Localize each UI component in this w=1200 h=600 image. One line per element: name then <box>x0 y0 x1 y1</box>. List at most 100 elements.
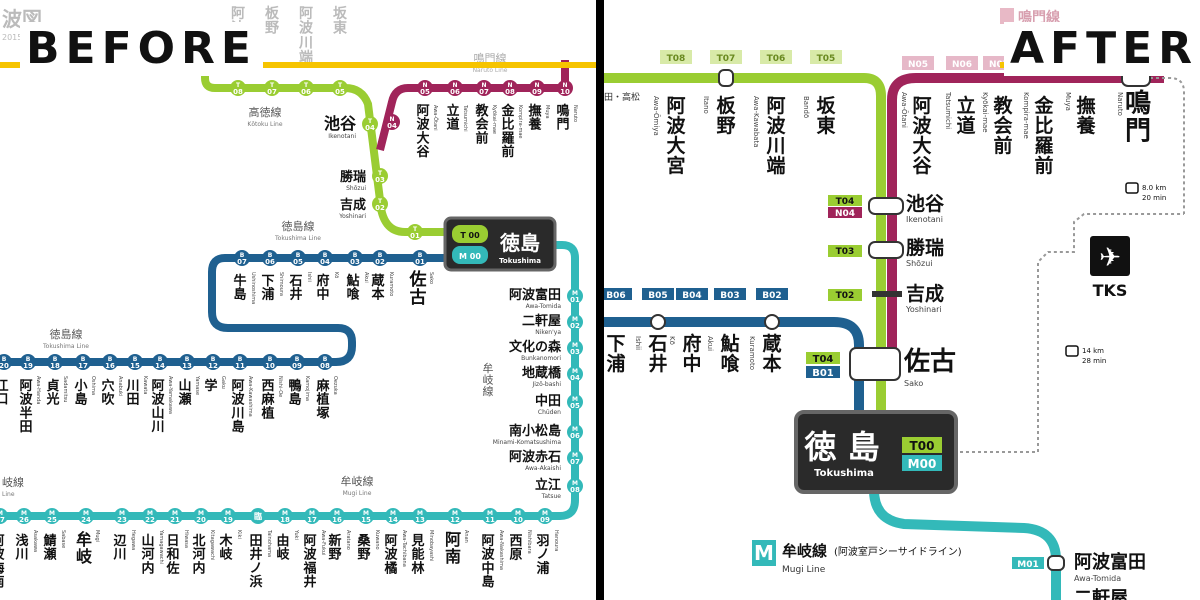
kotoku-station-2-number: 06 <box>301 88 311 96</box>
mugi-bottom-romaji-10: Tainohama <box>266 529 272 557</box>
naruto-faded-label: 鳴門線 <box>1018 9 1060 26</box>
before-hub-romaji: Tokushima <box>499 257 541 265</box>
tokushima-lower-station-9-marker <box>75 354 91 370</box>
after-kotoku-romaji-0: Awa-Ōmiya <box>652 96 661 136</box>
after-trunk-stop-2 <box>872 291 902 297</box>
tokushima-lower-station-7-letter: B <box>133 356 138 363</box>
tokushima-lower-station-12-letter: B <box>2 356 7 363</box>
naruto-station-3-marker <box>476 80 492 96</box>
tokushima-upper-station-2-number: 03 <box>350 258 360 266</box>
kotoku-station-0-marker <box>230 80 246 96</box>
naruto-station-name-3: 教会前 <box>474 103 489 146</box>
mugi-bottom-name-7: 新野 <box>328 533 341 563</box>
mugi-bottom-station-18-letter: M <box>21 510 27 517</box>
tokushima-lower-station-8-marker <box>102 354 118 370</box>
mugi-right-station-2-letter: M <box>572 342 578 349</box>
before-hub-m-badge <box>452 246 488 264</box>
mugi-bottom-station-10-marker <box>250 508 266 524</box>
after-hub-box <box>794 410 958 494</box>
after-kotoku-romaji-2: Awa-Kawabata <box>752 96 760 148</box>
kotoku-station-1-marker <box>264 80 280 96</box>
tokushima-lower-name-12: 江口 <box>0 378 9 408</box>
kotoku-station-3-letter: T <box>338 82 343 89</box>
mugi-bottom-name-14: 山河内 <box>141 533 154 576</box>
mugi-bottom-romaji-0: Hanoura <box>553 530 559 551</box>
after-yoshinari-code: T02 <box>836 291 855 301</box>
mugi-bottom-station-11-marker <box>220 508 236 524</box>
mugi-right-station-3-number: 04 <box>570 374 580 382</box>
after-kotoku-name-2: 阿波川端 <box>765 95 786 177</box>
after-hub-romaji: Tokushima <box>814 468 874 479</box>
naruto-station-2-letter: N <box>452 82 457 89</box>
mugi-right-romaji-5: Minami-Komatsushima <box>493 439 562 446</box>
mugi-bottom-station-14-number: 22 <box>145 516 155 524</box>
naruto-station-6-number: 10 <box>560 88 570 96</box>
naruto-station-4-letter: N <box>507 82 512 89</box>
before-hub-name: 徳島 <box>499 231 540 255</box>
mugi-bottom-station-12-letter: M <box>198 510 204 517</box>
after-mugi-line <box>869 489 1061 600</box>
tokushima-lower-romaji-1: Kamojima <box>304 376 310 401</box>
mugi-bottom-romaji-2: Awa-Nakashima <box>498 530 504 570</box>
mugi-line-badge: M <box>754 541 774 565</box>
mugi-bottom-station-17-marker <box>44 508 60 524</box>
tokushima-lower-station-4-number: 12 <box>208 362 218 370</box>
after-b-name-2: 府中 <box>682 332 701 375</box>
mugi-bottom-station-2-letter: M <box>487 510 493 517</box>
mugi-bottom-name-12: 北河内 <box>192 534 205 576</box>
tokushima-lower-station-6-number: 14 <box>155 362 165 370</box>
after-kotoku-code-bg-0 <box>660 50 692 64</box>
tokushima-lower-station-3-letter: B <box>238 356 243 363</box>
naruto-station-romaji-6: Naruto <box>572 105 578 122</box>
after-naruto-romaji-1: Tatsumichi <box>944 91 952 129</box>
tokushima-upper-romaji-1: Kuramoto <box>388 272 394 296</box>
mugi-bottom-romaji-1: Nishibara <box>526 530 532 554</box>
tokushima-lower-name-7: 川田 <box>125 379 139 408</box>
kotoku-station-3-marker <box>332 80 348 96</box>
after-m01-stop <box>1047 555 1065 571</box>
after-naruto-name-3: 金比羅前 <box>1033 94 1054 177</box>
tokushima-lower-name-0: 麻植塚 <box>315 378 330 421</box>
tokushima-lower-station-5-marker <box>179 354 195 370</box>
kotoku-v-station-2-letter: T <box>378 198 383 205</box>
mugi-bottom-station-19-number: 27 <box>0 516 5 524</box>
after-route-map: T08T07T06T05N05N06N07N08N09N10T04N04T03T… <box>604 8 1185 600</box>
kotoku-station-3-number: 05 <box>335 88 345 96</box>
after-label: AFTER <box>1004 22 1200 76</box>
after-ike-romaji: Ikenotani <box>906 215 943 224</box>
mugi-right-romaji-7: Tatsue <box>541 493 562 500</box>
mugi-bottom-romaji-16: Mugi <box>94 530 100 542</box>
mugi-right-station-0-number: 01 <box>570 296 580 304</box>
tokushima-lower-name-11: 阿波半田 <box>19 379 33 435</box>
tokushima-lower-station-11-number: 19 <box>23 362 33 370</box>
mugi-bottom-name-3: 阿南 <box>445 530 461 566</box>
bus-tokushima-time: 28 min <box>1082 357 1106 365</box>
mugi-right-station-6-number: 07 <box>570 458 580 466</box>
tokushima-lower-romaji-5: Yamase <box>194 375 200 395</box>
tokushima-line-romaji: Tokushima Line <box>274 235 321 242</box>
mugi-bottom-station-15-number: 23 <box>117 516 127 524</box>
mugi-bottom-station-7-letter: M <box>334 510 340 517</box>
mugi-line-subtitle: (阿波室戸シーサイドライン) <box>834 545 962 558</box>
mugi-bottom-station-9-letter: M <box>282 510 288 517</box>
after-m01-name: 阿波富田 <box>1074 551 1146 573</box>
mugi-bottom-name-1: 西原 <box>509 534 522 563</box>
naruto-station-romaji-3: Kyōkai-mae <box>491 105 497 134</box>
mugi-bottom-station-10-letter: 臨 <box>254 511 262 521</box>
tokushima-lower-romaji-6: Awa-Yamakawa <box>167 376 173 414</box>
kotoku-v-station-3-number: 01 <box>410 232 420 240</box>
after-sako-name: 佐古 <box>903 347 956 377</box>
naruto-line-romaji: Naruto Line <box>473 67 508 74</box>
after-naruto-code-0: N05 <box>908 60 928 70</box>
bus-tokushima-distance: 14 km <box>1082 347 1104 355</box>
after-kotoku-code-0: T08 <box>667 54 686 64</box>
naruto-station-2-number: 06 <box>450 88 460 96</box>
after-naruto-name-4: 撫養 <box>1075 94 1096 137</box>
after-b-romaji-2: Kō <box>668 336 676 345</box>
mugi-right-romaji-0: Awa-Tomida <box>526 303 562 310</box>
after-naruto-romaji-2: Kyōkai-mae <box>981 92 989 133</box>
panel-divider <box>596 0 604 600</box>
after-b-stop-1 <box>650 314 666 330</box>
tokushima-upper-station-0-marker <box>412 250 428 266</box>
mugi-bottom-station-8-marker <box>304 508 320 524</box>
